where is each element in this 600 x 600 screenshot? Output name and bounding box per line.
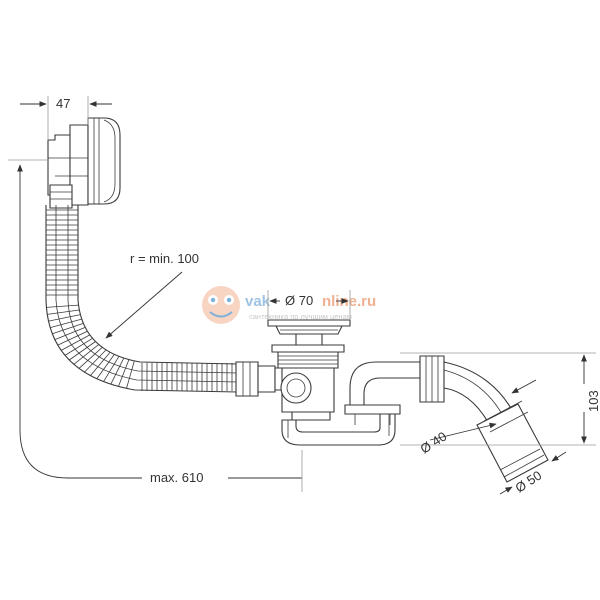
dim-waste-diameter: Ø 70	[285, 293, 313, 308]
watermark: vak nline.ru сантехника по лучшим ценам	[202, 286, 376, 324]
dim-bend-radius: r = min. 100	[130, 251, 199, 266]
watermark-brand-right: nline.ru	[322, 293, 376, 310]
hose-connector	[235, 361, 286, 397]
dim-outlet-inner: Ø 40	[417, 429, 449, 457]
flexible-hose	[45, 205, 239, 393]
trap	[281, 361, 421, 446]
dim-max-length: max. 610	[150, 470, 203, 485]
watermark-tagline: сантехника по лучшим ценам	[249, 312, 352, 321]
watermark-logo-icon	[202, 286, 240, 324]
dimension-lines	[8, 96, 596, 495]
watermark-brand-left: vak	[245, 293, 271, 310]
overflow-fitting	[47, 117, 121, 209]
outlet-elbow	[419, 355, 549, 483]
dimension-labels: 47 r = min. 100 Ø 70 max. 610 103 Ø 40 Ø…	[56, 96, 600, 496]
dim-height: 103	[586, 390, 600, 412]
waste-valve	[267, 319, 351, 421]
dim-overflow-depth: 47	[56, 96, 70, 111]
